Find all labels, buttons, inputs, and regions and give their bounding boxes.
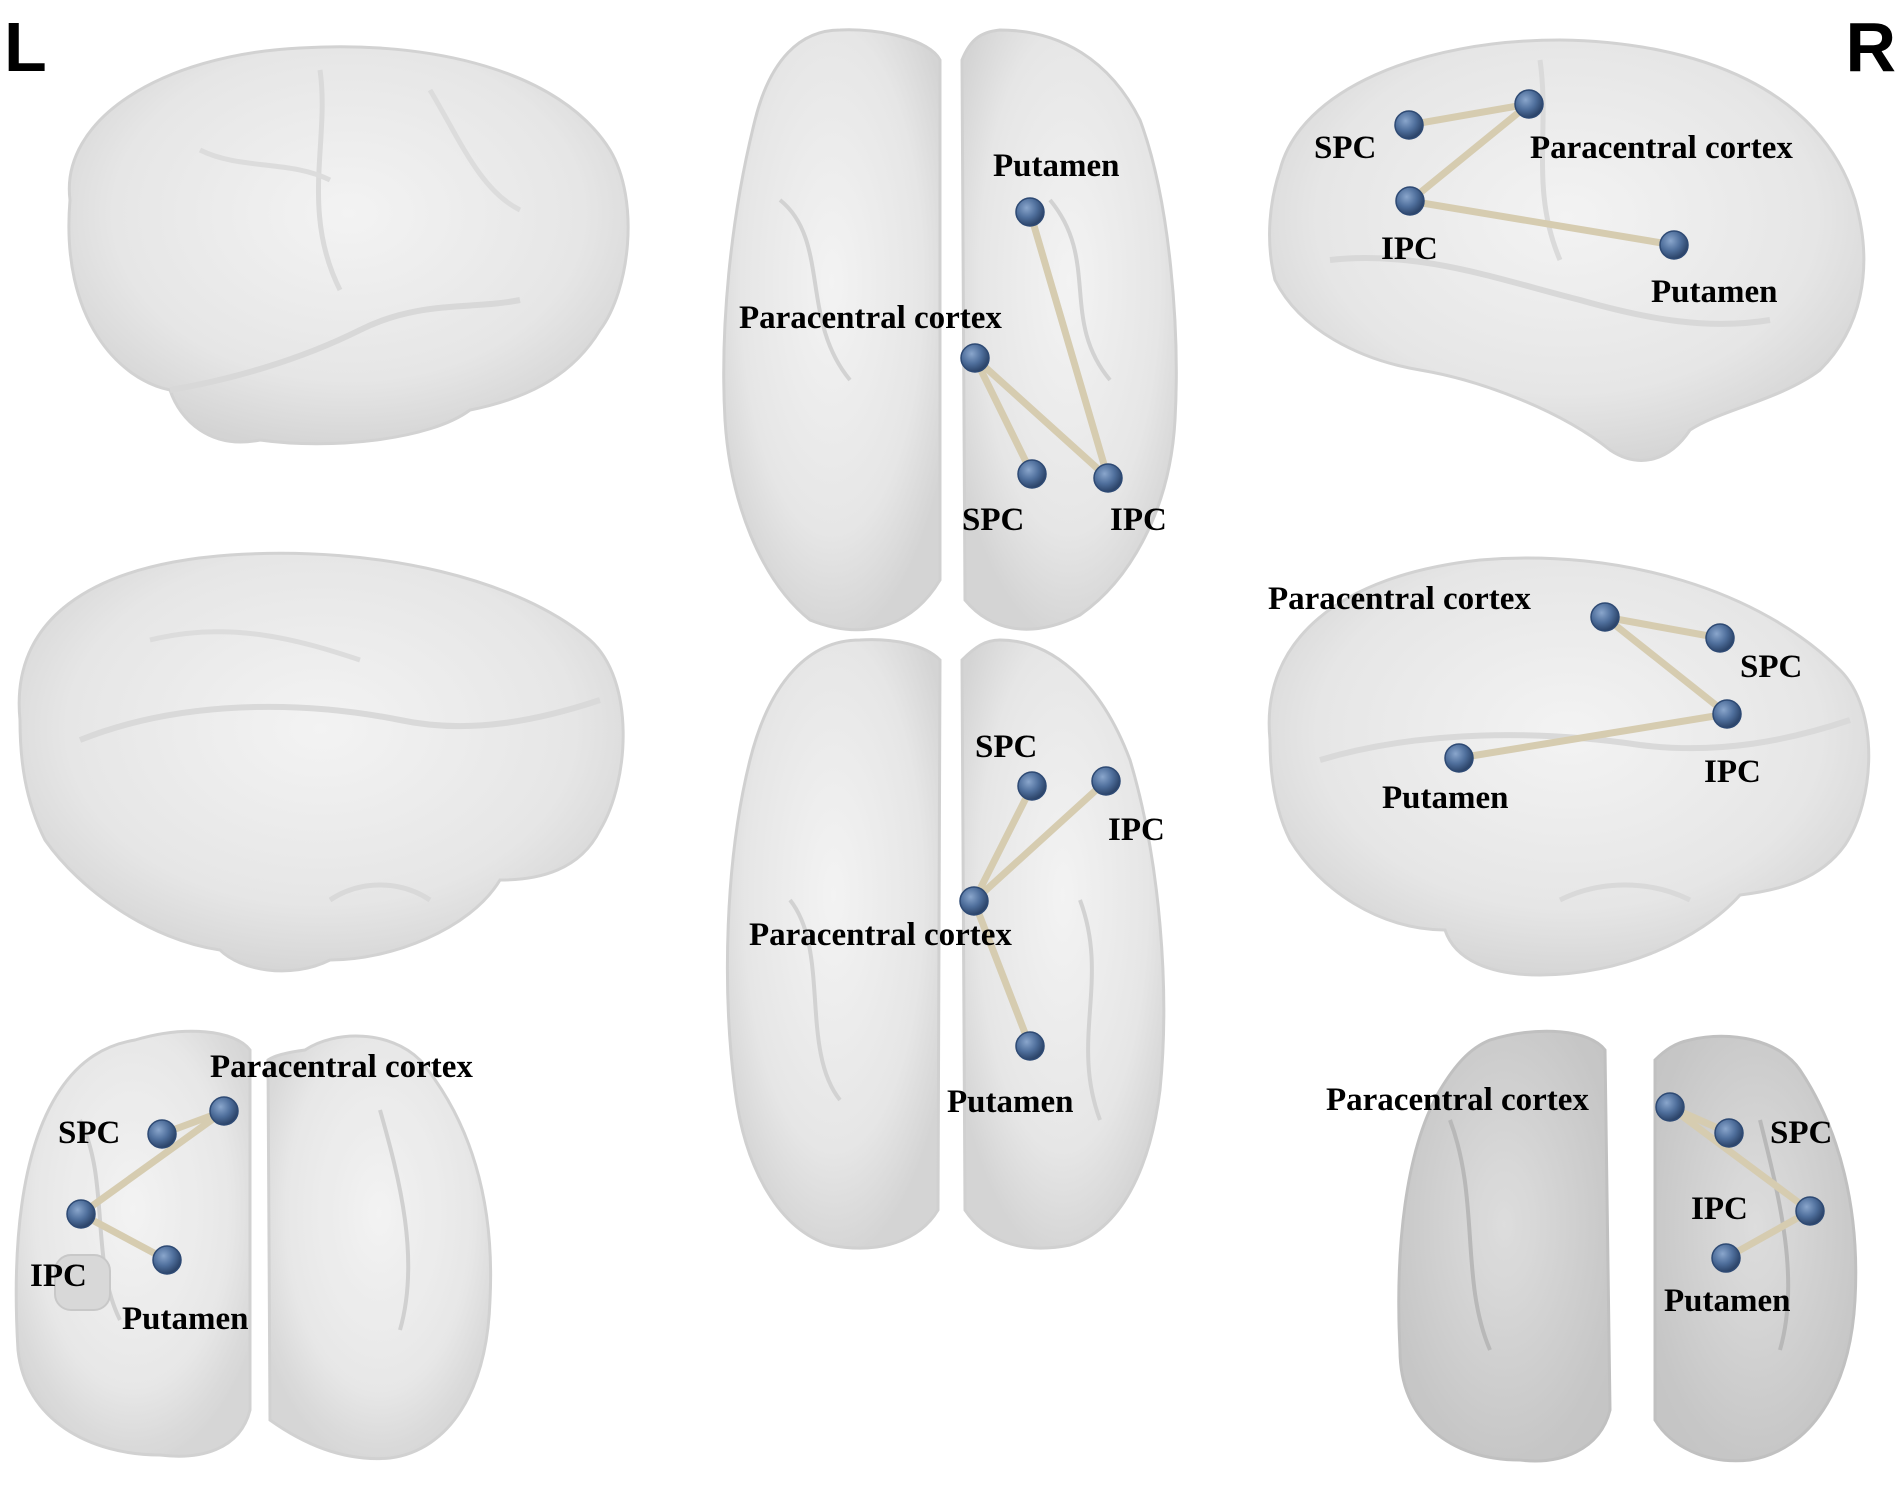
edge-paracentral-ipc-right-lateral — [1406, 100, 1533, 205]
edge-ipc-putamen-left-coronal — [77, 1210, 171, 1264]
right-hemisphere-label: R — [1845, 8, 1896, 86]
label-putamen-superior: Putamen — [993, 148, 1120, 184]
node-putamen-superior — [1015, 197, 1045, 227]
node-paracentral-superior — [960, 343, 990, 373]
label-putamen-left-coronal: Putamen — [122, 1301, 249, 1337]
label-ipc-superior: IPC — [1110, 502, 1167, 538]
left-medial-view — [17, 551, 625, 973]
node-spc-right-coronal — [1714, 1118, 1744, 1148]
edge-paracentral-ipc-left-coronal — [77, 1107, 228, 1218]
node-spc-right-lateral — [1394, 110, 1424, 140]
label-ipc-right-coronal: IPC — [1691, 1191, 1748, 1227]
label-ipc-right-medial: IPC — [1704, 754, 1761, 790]
region-labels: Putamen Paracentral cortex SPC IPC SPC I… — [30, 130, 1832, 1337]
edge-spc-paracentral-right-lateral — [1405, 100, 1533, 129]
region-nodes — [66, 89, 1825, 1275]
edge-paracentral-putamen-inferior — [970, 897, 1034, 1050]
node-ipc-right-coronal — [1795, 1196, 1825, 1226]
label-putamen-right-medial: Putamen — [1382, 780, 1509, 816]
label-spc-left-coronal: SPC — [58, 1115, 120, 1151]
edge-paracentral-spc-right-medial — [1601, 613, 1724, 642]
left-lateral-view — [67, 45, 630, 446]
edge-paracentral-ipc-right-coronal — [1666, 1103, 1814, 1215]
label-ipc-left-coronal: IPC — [30, 1258, 87, 1294]
label-spc-right-coronal: SPC — [1770, 1115, 1832, 1151]
left-hemisphere-label: L — [4, 8, 47, 86]
node-ipc-left-coronal — [66, 1199, 96, 1229]
edge-ipc-putamen-right-medial — [1455, 710, 1731, 762]
node-spc-inferior — [1017, 771, 1047, 801]
label-spc-inferior: SPC — [975, 729, 1037, 765]
edge-ipc-putamen-right-coronal — [1722, 1207, 1814, 1262]
node-putamen-left-coronal — [152, 1245, 182, 1275]
node-paracentral-right-medial — [1590, 602, 1620, 632]
node-ipc-right-lateral — [1395, 186, 1425, 216]
label-putamen-right-lateral: Putamen — [1651, 274, 1778, 310]
label-paracentral-right-coronal: Paracentral cortex — [1326, 1082, 1589, 1118]
left-coronal-view — [14, 1029, 493, 1461]
node-spc-superior — [1017, 459, 1047, 489]
label-spc-right-lateral: SPC — [1314, 130, 1376, 166]
node-paracentral-inferior — [959, 886, 989, 916]
label-putamen-right-coronal: Putamen — [1664, 1283, 1791, 1319]
right-medial-view — [1267, 556, 1871, 977]
node-spc-left-coronal — [147, 1119, 177, 1149]
label-paracentral-right-lateral: Paracentral cortex — [1530, 130, 1793, 166]
node-putamen-inferior — [1015, 1031, 1045, 1061]
node-putamen-right-lateral — [1659, 230, 1689, 260]
node-paracentral-right-coronal — [1655, 1092, 1685, 1122]
node-spc-right-medial — [1705, 623, 1735, 653]
edge-ipc-putamen-right-lateral — [1406, 197, 1678, 249]
node-ipc-right-medial — [1712, 699, 1742, 729]
label-ipc-inferior: IPC — [1108, 812, 1165, 848]
node-putamen-right-coronal — [1711, 1243, 1741, 1273]
edge-paracentral-ipc-superior — [971, 354, 1112, 482]
right-lateral-view — [1268, 38, 1866, 462]
label-paracentral-superior: Paracentral cortex — [739, 300, 1002, 336]
node-putamen-right-medial — [1444, 743, 1474, 773]
label-paracentral-left-coronal: Paracentral cortex — [210, 1049, 473, 1085]
label-spc-right-medial: SPC — [1740, 649, 1802, 685]
node-paracentral-right-lateral — [1514, 89, 1544, 119]
right-coronal-view — [1397, 1029, 1858, 1463]
node-ipc-inferior — [1091, 766, 1121, 796]
label-ipc-right-lateral: IPC — [1381, 231, 1438, 267]
edge-ipc-paracentral-inferior — [970, 777, 1110, 905]
edge-putamen-ipc-superior — [1026, 208, 1112, 482]
node-ipc-superior — [1093, 463, 1123, 493]
edge-paracentral-ipc-right-medial — [1601, 613, 1731, 718]
label-putamen-inferior: Putamen — [947, 1084, 1074, 1120]
edge-spc-paracentral-inferior — [970, 782, 1036, 905]
label-spc-superior: SPC — [962, 502, 1024, 538]
node-paracentral-left-coronal — [209, 1096, 239, 1126]
label-paracentral-right-medial: Paracentral cortex — [1268, 581, 1531, 617]
label-paracentral-inferior: Paracentral cortex — [749, 917, 1012, 953]
edge-paracentral-spc-superior — [971, 354, 1036, 478]
